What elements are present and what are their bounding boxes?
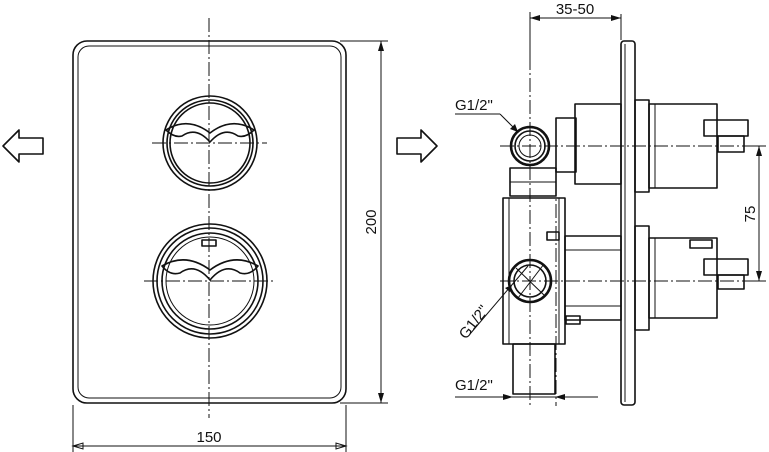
connection-top-label: G1/2"	[455, 97, 493, 114]
lower-knob	[144, 223, 274, 339]
width-dimension: 150	[71, 405, 348, 452]
spacing-dimension: 75	[742, 145, 766, 282]
upper-knob	[152, 95, 267, 191]
width-label: 150	[196, 429, 221, 446]
connection-bottom-label: G1/2"	[455, 377, 493, 394]
height-label: 200	[363, 209, 380, 234]
connection-top: G1/2"	[455, 97, 519, 133]
arrow-left-icon	[2, 129, 44, 163]
spacing-label: 75	[742, 206, 759, 223]
depth-label: 35-50	[556, 1, 594, 18]
connection-diagonal: G1/2"	[456, 265, 529, 342]
upper-body	[509, 103, 622, 197]
mixer-body	[502, 12, 622, 406]
depth-dimension: 35-50	[529, 1, 622, 60]
front-view: 150 200	[71, 18, 388, 452]
lower-handle-side	[500, 225, 766, 331]
connection-bottom: G1/2"	[455, 377, 598, 400]
upper-handle-side	[500, 99, 766, 193]
arrow-right-icon	[396, 129, 438, 163]
connection-diagonal-label: G1/2"	[456, 302, 493, 342]
height-dimension: 200	[340, 40, 388, 404]
side-view: 35-50 75 G1/2" G1/2" G1/2"	[455, 1, 766, 406]
side-cover-plate	[620, 40, 636, 406]
bottom-outlet	[512, 343, 556, 395]
